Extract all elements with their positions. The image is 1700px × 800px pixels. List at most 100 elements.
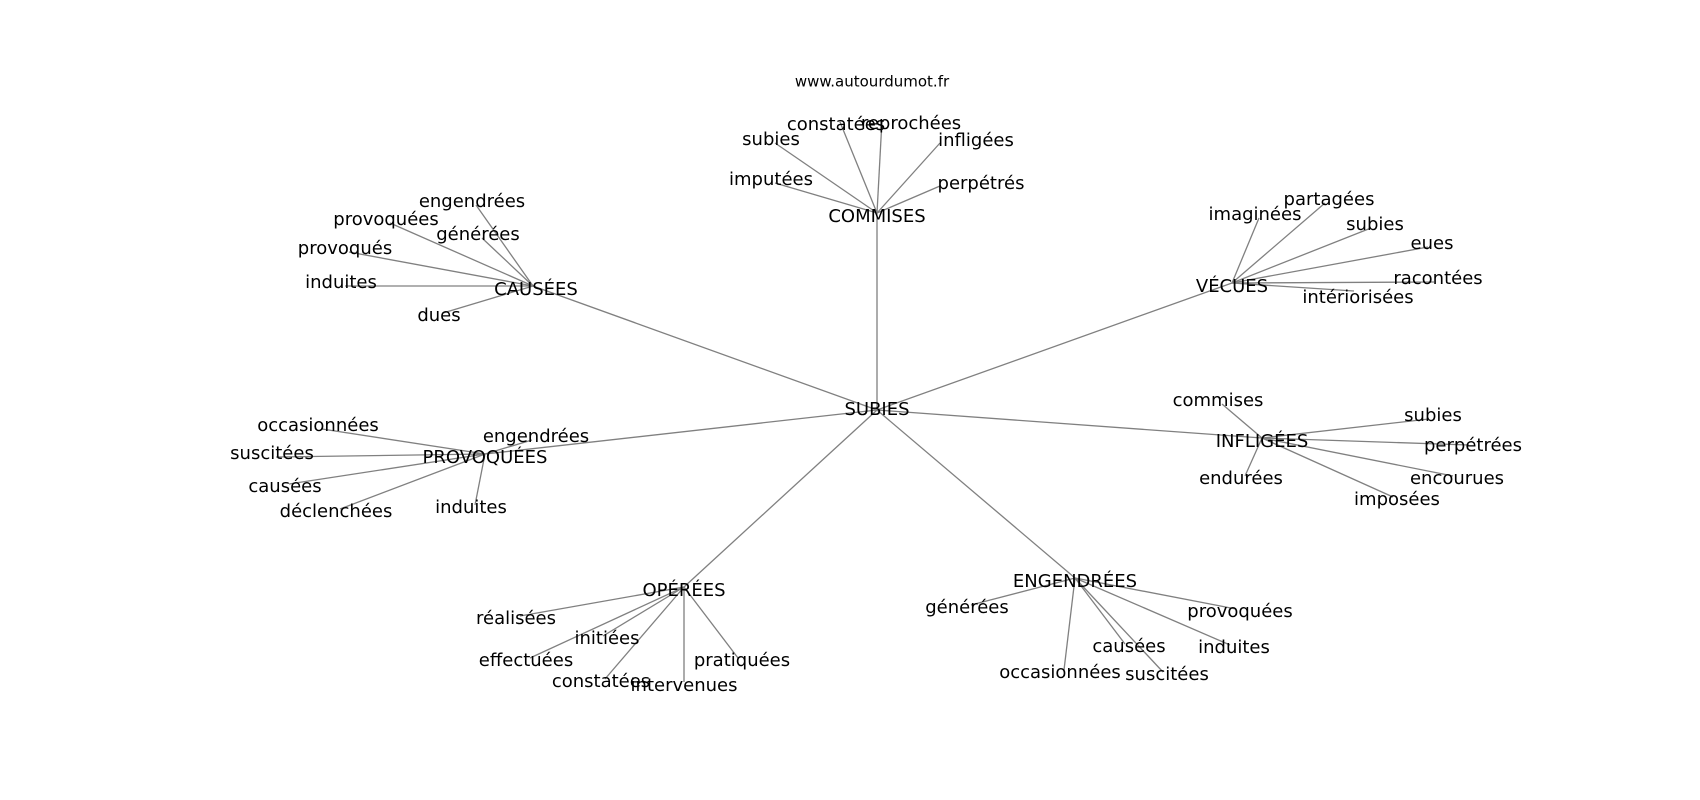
edge-vecues-eues xyxy=(1231,246,1429,284)
edge-causees-engendrees xyxy=(475,204,534,287)
leaf-node-causees-provoques[interactable]: provoqués xyxy=(298,238,392,259)
leaf-node-infligees-endurees[interactable]: endurées xyxy=(1199,468,1283,489)
edge-provoquees-engendrees xyxy=(484,439,533,455)
leaf-node-operees-pratiquees[interactable]: pratiquées xyxy=(694,650,790,671)
edge-vecues-partagees xyxy=(1231,202,1326,284)
edge-vecues-interiorisees xyxy=(1231,282,1355,292)
edge-commises-reprochees xyxy=(876,119,883,214)
leaf-node-vecues-subies[interactable]: subies xyxy=(1346,214,1404,235)
leaf-node-commises-constatees[interactable]: constatées xyxy=(787,114,885,135)
leaf-node-provoquees-suscitees[interactable]: suscitées xyxy=(230,443,314,464)
leaf-node-commises-subies[interactable]: subies xyxy=(742,129,800,150)
edge-infligees-subies xyxy=(1261,418,1430,439)
edge-commises-infligees xyxy=(876,142,941,214)
edge-center-infligees xyxy=(876,409,1263,439)
edge-causees-provoquees xyxy=(389,222,534,287)
hub-node-operees[interactable]: OPÉRÉES xyxy=(642,579,725,601)
leaf-node-infligees-perpetrees[interactable]: perpétrées xyxy=(1424,435,1522,456)
leaf-node-engendrees-generees[interactable]: générées xyxy=(925,597,1009,618)
leaf-node-operees-intervenues[interactable]: intervenues xyxy=(631,675,738,696)
leaf-node-vecues-imaginees[interactable]: imaginées xyxy=(1209,204,1302,225)
edge-engendrees-suscitees xyxy=(1074,577,1164,673)
edge-engendrees-generees xyxy=(970,577,1076,606)
leaf-node-infligees-imposees[interactable]: imposées xyxy=(1354,489,1440,510)
leaf-node-engendrees-occasionnees[interactable]: occasionnées xyxy=(999,662,1121,683)
leaf-node-vecues-interiorisees[interactable]: intériorisées xyxy=(1302,287,1413,308)
hub-node-engendrees[interactable]: ENGENDRÉES xyxy=(1013,570,1137,592)
edge-center-engendrees xyxy=(876,409,1076,579)
leaf-node-provoquees-engendrees[interactable]: engendrées xyxy=(483,426,589,447)
leaf-node-causees-dues[interactable]: dues xyxy=(417,305,460,326)
leaf-node-causees-induites[interactable]: induites xyxy=(305,272,377,293)
leaf-node-engendrees-induites[interactable]: induites xyxy=(1198,637,1270,658)
edge-operees-constatees xyxy=(604,586,685,680)
leaf-node-causees-provoquees[interactable]: provoquées xyxy=(333,209,438,230)
leaf-node-provoquees-causees[interactable]: causées xyxy=(248,476,321,497)
source-credit: www.autourdumot.fr xyxy=(795,73,950,91)
edge-causees-dues xyxy=(442,285,534,314)
edge-center-vecues xyxy=(876,282,1233,411)
center-node[interactable]: SUBIES xyxy=(844,399,909,420)
leaf-node-operees-realisees[interactable]: réalisées xyxy=(476,608,556,629)
edge-engendrees-causees xyxy=(1074,577,1126,645)
leaf-node-provoquees-occasionnees[interactable]: occasionnées xyxy=(257,415,379,436)
edge-infligees-imposees xyxy=(1261,437,1394,498)
edge-center-provoquees xyxy=(484,409,878,455)
edge-operees-effectuees xyxy=(529,586,685,659)
leaf-node-vecues-racontees[interactable]: racontées xyxy=(1393,268,1482,289)
leaf-node-provoquees-declenchees[interactable]: déclenchées xyxy=(280,501,393,522)
hub-node-provoquees[interactable]: PROVOQUÉES xyxy=(423,446,548,468)
hub-node-commises[interactable]: COMMISES xyxy=(828,206,925,227)
hub-node-vecues[interactable]: VÉCUES xyxy=(1196,275,1268,297)
edge-causees-provoques xyxy=(348,251,534,287)
edge-engendrees-induites xyxy=(1074,577,1231,646)
leaf-node-infligees-commises[interactable]: commises xyxy=(1173,390,1264,411)
labels-layer: www.autourdumot.fr SUBIES COMMISES constat… xyxy=(230,73,1522,697)
leaf-node-operees-constatees[interactable]: constatées xyxy=(552,671,650,692)
edge-infligees-perpetrees xyxy=(1261,437,1470,446)
leaf-node-operees-initiees[interactable]: initiées xyxy=(575,628,640,649)
leaf-node-causees-generees[interactable]: générées xyxy=(436,224,520,245)
edge-vecues-subies xyxy=(1231,227,1372,284)
leaf-node-commises-imputees[interactable]: imputées xyxy=(729,169,813,190)
edge-vecues-imaginees xyxy=(1231,217,1260,284)
leaf-node-operees-effectuees[interactable]: effectuées xyxy=(479,650,573,671)
edge-commises-perpetres xyxy=(876,185,941,214)
edge-provoquees-suscitees xyxy=(275,453,486,458)
edge-infligees-endurees xyxy=(1244,437,1263,477)
leaf-node-commises-infligees[interactable]: infligées xyxy=(938,130,1014,151)
leaf-node-commises-reprochees[interactable]: reprochées xyxy=(861,113,961,134)
edges-layer xyxy=(275,119,1470,682)
edge-commises-constatees xyxy=(839,121,878,214)
edge-vecues-racontees xyxy=(1231,281,1435,284)
leaf-node-engendrees-provoquees[interactable]: provoquées xyxy=(1187,601,1292,622)
leaf-node-vecues-eues[interactable]: eues xyxy=(1411,233,1454,254)
edge-commises-subies xyxy=(774,142,878,214)
edge-infligees-encourues xyxy=(1261,437,1454,477)
edge-center-operees xyxy=(683,409,878,588)
edge-provoquees-occasionnees xyxy=(321,428,486,455)
edge-operees-pratiquees xyxy=(683,586,739,659)
edge-provoquees-declenchees xyxy=(339,453,486,510)
edge-engendrees-provoquees xyxy=(1074,577,1237,610)
leaf-node-infligees-subies[interactable]: subies xyxy=(1404,405,1462,426)
hub-node-causees[interactable]: CAUSÉES xyxy=(494,278,578,300)
leaf-node-engendrees-causees[interactable]: causées xyxy=(1092,636,1165,657)
leaf-node-commises-perpetres[interactable]: perpétrés xyxy=(938,173,1025,194)
leaf-node-provoquees-induites[interactable]: induites xyxy=(435,497,507,518)
edge-infligees-commises xyxy=(1221,403,1263,439)
edge-causees-generees xyxy=(481,237,534,287)
edge-operees-initiees xyxy=(602,586,685,637)
leaf-node-causees-engendrees[interactable]: engendrées xyxy=(419,191,525,212)
leaf-node-infligees-encourues[interactable]: encourues xyxy=(1410,468,1504,489)
edge-provoquees-causees xyxy=(288,453,486,485)
leaf-node-vecues-partagees[interactable]: partagées xyxy=(1284,189,1375,210)
leaf-node-engendrees-suscitees[interactable]: suscitées xyxy=(1125,664,1209,685)
edge-engendrees-occasionnees xyxy=(1063,577,1076,671)
hub-node-infligees[interactable]: INFLIGÉES xyxy=(1216,430,1309,452)
edge-center-causees xyxy=(532,285,878,411)
edge-operees-realisees xyxy=(519,586,685,617)
edge-commises-imputees xyxy=(774,182,878,214)
edge-provoquees-induites xyxy=(474,453,486,506)
